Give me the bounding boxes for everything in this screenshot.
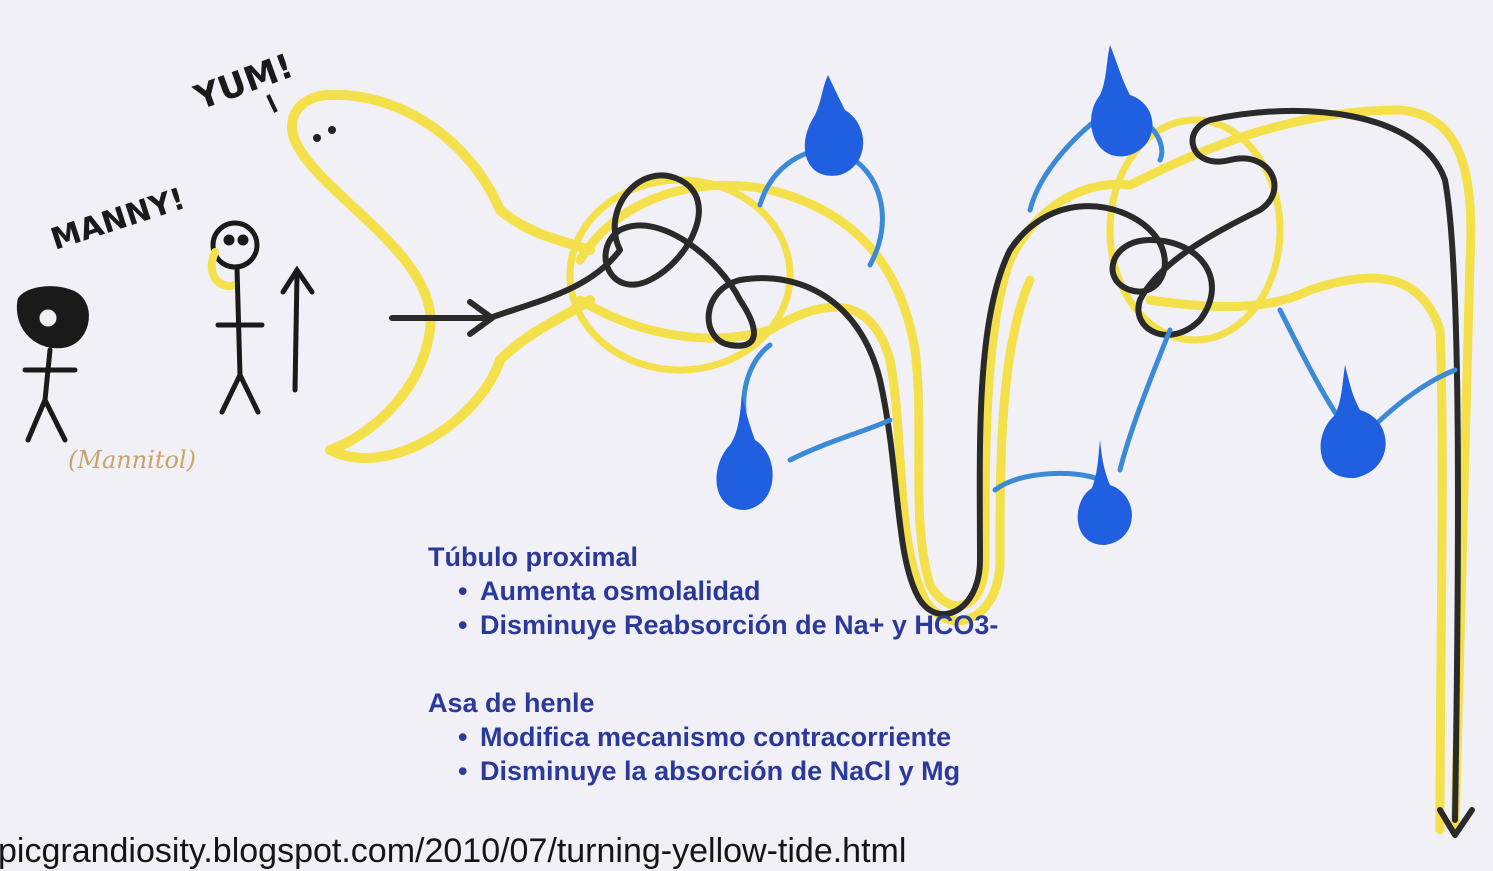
yum-pointer [268,95,276,112]
yum-label: YUM! [188,46,298,119]
notes-block: Túbulo proximal Aumenta osmolalidad Dism… [428,540,998,788]
mannitol-label: (Mannitol) [68,446,196,474]
yellow-creature [292,95,590,458]
proximal-heading: Túbulo proximal [428,540,998,574]
henle-bullet-2: Disminuye la absorción de NaCl y Mg [428,754,998,788]
henle-heading: Asa de henle [428,686,998,720]
proximal-bullet-1: Aumenta osmolalidad [428,574,998,608]
proximal-bullet-2: Disminuye Reabsorción de Na+ y HCO3- [428,608,998,642]
stick-figure-left [19,289,86,440]
henle-bullet-1: Modifica mecanismo contracorriente [428,720,998,754]
stick-figure-right [212,223,312,412]
manny-label: MANNY! [47,181,190,257]
source-url: picgrandiosity.blogspot.com/2010/07/turn… [0,832,906,871]
